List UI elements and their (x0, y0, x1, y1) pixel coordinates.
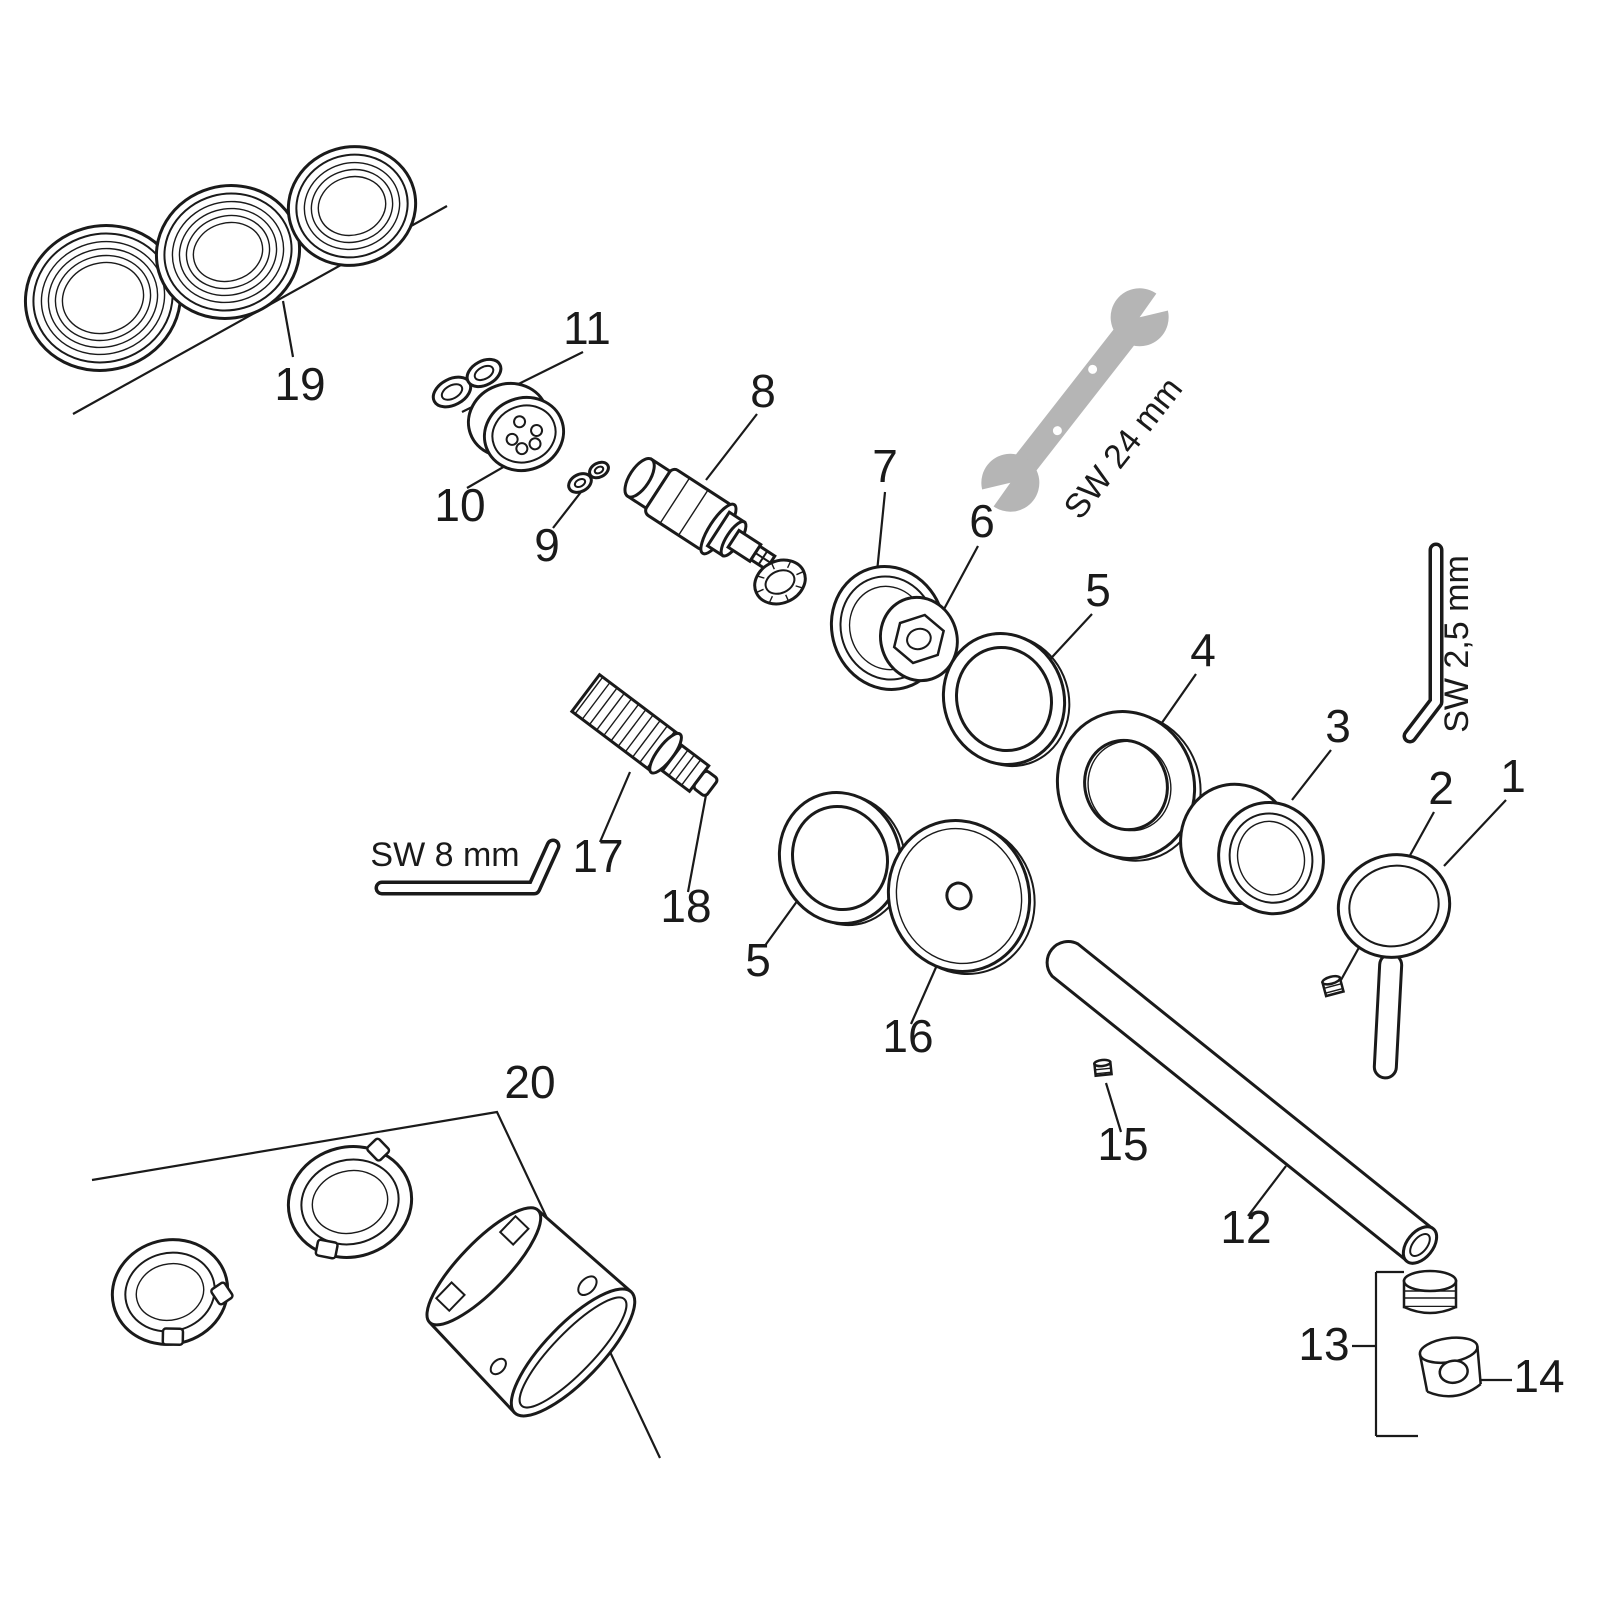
part-3-handle-sleeve (1179, 782, 1325, 916)
part-10-valve-disc (466, 382, 566, 472)
hex-key-small-icon (1402, 542, 1444, 744)
part-14-aerator-housing (1418, 1336, 1482, 1398)
callout-1: 1 (1500, 750, 1526, 802)
callout-9: 9 (534, 519, 560, 571)
callout-2: 2 (1428, 762, 1454, 814)
callout-5-upper: 5 (1085, 564, 1111, 616)
part-13-aerator-insert (1402, 1269, 1458, 1315)
open-end-wrench-icon (966, 282, 1184, 518)
part-15-set-screw (1093, 1058, 1113, 1078)
part-19-threaded-sleeves (23, 145, 418, 372)
part-2-set-screw (1320, 974, 1346, 998)
callout-8: 8 (750, 365, 776, 417)
part-8-cartridge (623, 457, 807, 606)
callout-13: 13 (1298, 1318, 1349, 1370)
part-4-escutcheon-ring (1055, 710, 1202, 862)
callout-5-lower: 5 (745, 934, 771, 986)
part-5-washer-lower (777, 791, 907, 927)
callout-20: 20 (504, 1056, 555, 1108)
callout-18: 18 (660, 880, 711, 932)
callout-16: 16 (882, 1010, 933, 1062)
part-7-6-mounting-base (829, 565, 959, 691)
callout-10: 10 (434, 479, 485, 531)
hex-key-large-icon (374, 838, 561, 896)
part-20-body-sleeves (110, 1137, 637, 1418)
part-9-o-rings (567, 460, 610, 494)
callout-4: 4 (1190, 624, 1216, 676)
callout-11: 11 (563, 302, 611, 354)
callouts: 19 11 10 9 8 7 6 5 4 3 2 1 17 18 5 16 15… (274, 302, 1564, 1402)
callout-6: 6 (969, 495, 995, 547)
callout-3: 3 (1325, 700, 1351, 752)
part-5-washer-upper (941, 632, 1071, 768)
callout-12: 12 (1220, 1201, 1271, 1253)
callout-19: 19 (274, 358, 325, 410)
callout-15: 15 (1097, 1118, 1148, 1170)
part-11-washers (431, 357, 503, 409)
callout-7: 7 (872, 440, 898, 492)
callout-14: 14 (1513, 1350, 1564, 1402)
part-17-18-connector (569, 672, 719, 797)
hex-key-small-label: SW 2,5 mm (1438, 555, 1476, 733)
hex-key-large-label: SW 8 mm (370, 836, 519, 874)
callout-17: 17 (572, 830, 623, 882)
part-16-cover-plate (886, 819, 1036, 976)
part-8-cartridge-nut (753, 558, 807, 606)
part-12-spout (1045, 940, 1439, 1265)
part-1-lever-handle (1336, 853, 1452, 1080)
